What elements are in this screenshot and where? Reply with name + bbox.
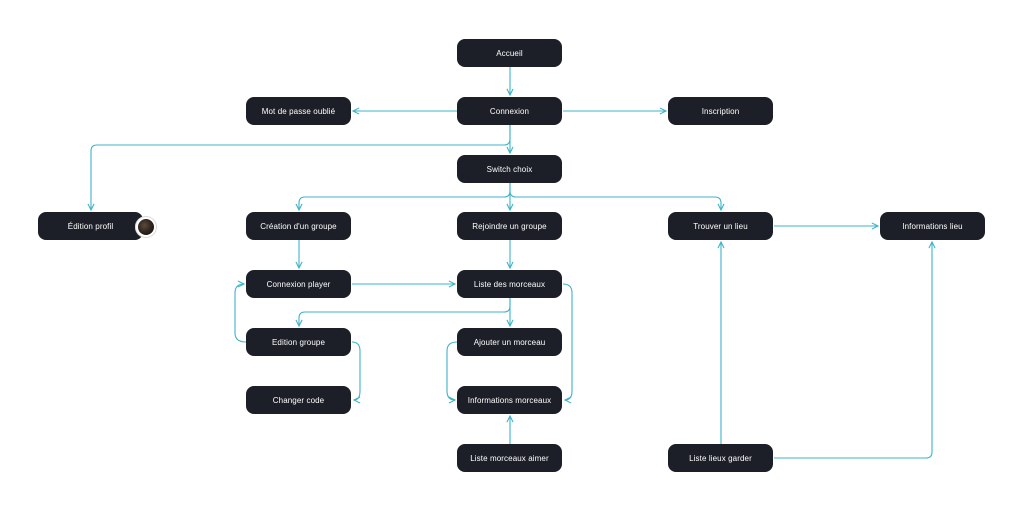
node-mot-de-passe-oublie: Mot de passe oublié bbox=[246, 97, 351, 125]
node-connexion: Connexion bbox=[457, 97, 562, 125]
node-liste-lieux-garder: Liste lieux garder bbox=[668, 444, 773, 472]
arrow-connexion-edition-profil bbox=[91, 125, 511, 210]
node-accueil: Accueil bbox=[457, 39, 562, 67]
node-liste-morceaux: Liste des morceaux bbox=[457, 270, 562, 298]
node-inscription: Inscription bbox=[668, 97, 773, 125]
arrow-garder-info-lieu bbox=[774, 242, 932, 459]
arrow-switch-creation bbox=[299, 183, 511, 210]
node-connexion-player: Connexion player bbox=[246, 270, 351, 298]
node-trouver-lieu: Trouver un lieu bbox=[668, 212, 773, 240]
node-liste-morceaux-aimer: Liste morceaux aimer bbox=[457, 444, 562, 472]
arrow-edition-changer bbox=[351, 341, 361, 400]
arrow-liste-info-morceaux bbox=[562, 283, 573, 400]
node-edition-profil: Édition profil bbox=[38, 212, 143, 240]
arrow-switch-trouver bbox=[509, 190, 721, 210]
node-creation-groupe: Création d'un groupe bbox=[246, 212, 351, 240]
node-ajouter-morceau: Ajouter un morceau bbox=[457, 328, 562, 356]
node-edition-groupe: Edition groupe bbox=[246, 328, 351, 356]
node-informations-morceaux: Informations morceaux bbox=[457, 386, 562, 414]
node-rejoindre-groupe: Rejoindre un groupe bbox=[457, 212, 562, 240]
user-avatar-icon bbox=[135, 216, 157, 238]
arrow-ajouter-info-morceaux bbox=[446, 341, 458, 400]
node-informations-lieu: Informations lieu bbox=[880, 212, 985, 240]
node-changer-code: Changer code bbox=[246, 386, 351, 414]
arrow-edition-player bbox=[234, 284, 247, 343]
arrow-liste-edition bbox=[299, 298, 511, 326]
node-switch-choix: Switch choix bbox=[457, 155, 562, 183]
